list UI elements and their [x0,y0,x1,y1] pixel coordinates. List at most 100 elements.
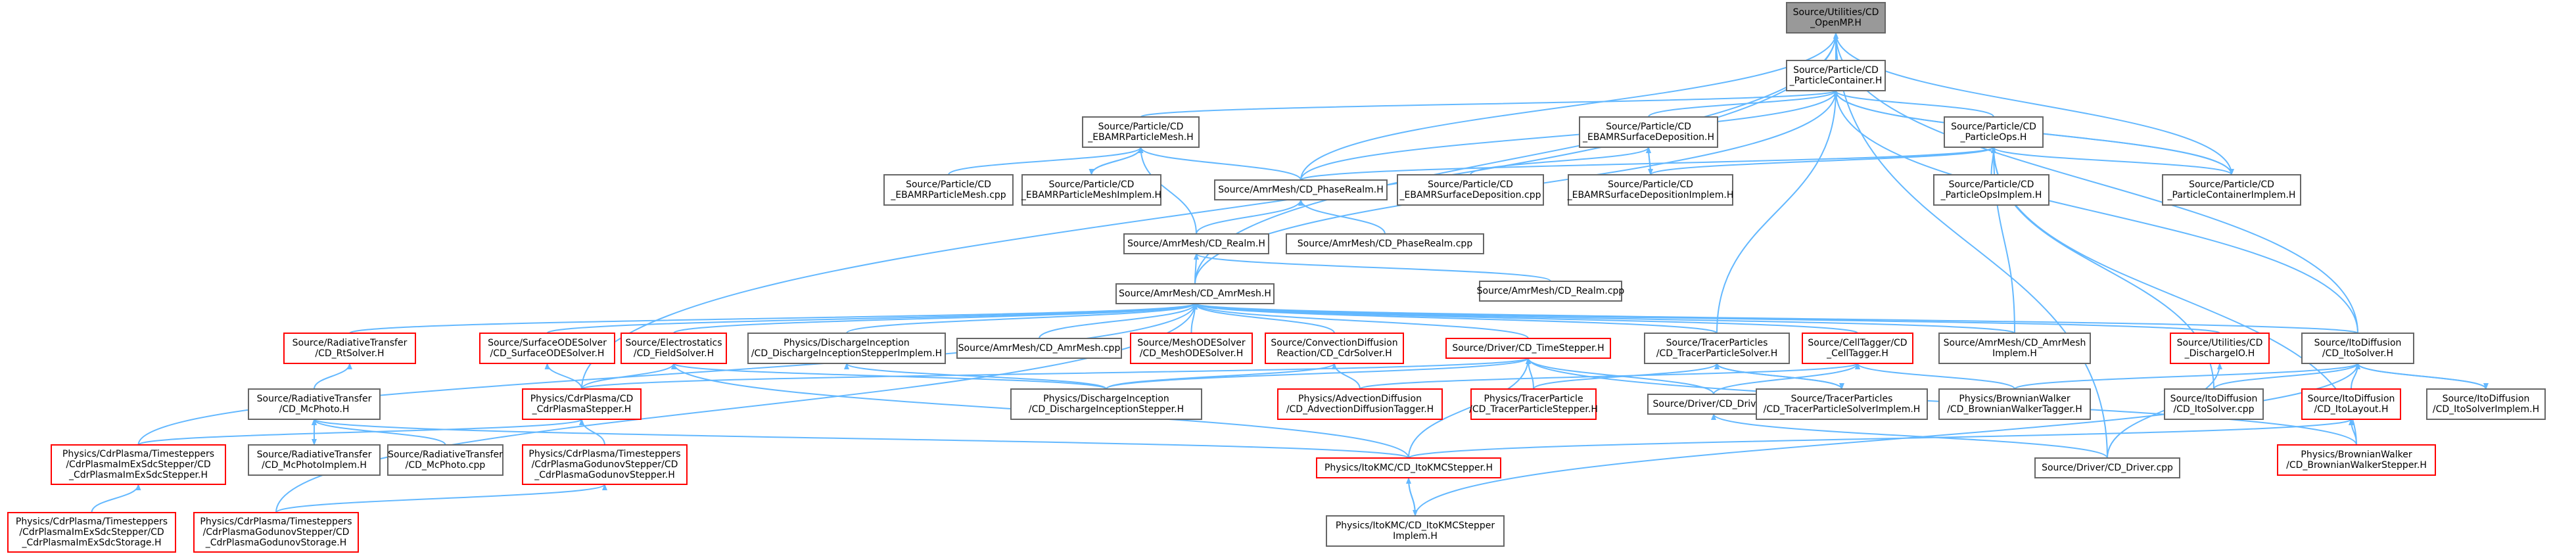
node-amrmesh[interactable]: Source/AmrMesh/CD_AmrMesh.H [1115,283,1275,304]
node-realm[interactable]: Source/AmrMesh/CD_Realm.H [1123,233,1269,254]
edge-itokmcimpl-to-itosolver [1415,363,2360,517]
node-box [1115,283,1275,304]
node-amrmeshcpp[interactable]: Source/AmrMesh/CD_AmrMesh.cpp [956,338,1122,359]
node-label-line: Source/AmrMesh/CD_PhaseRealm.cpp [1298,239,1473,249]
node-pc[interactable]: Source/Particle/CD_ParticleContainer.H [1786,60,1886,91]
node-box [2034,457,2180,478]
node-realmcpp[interactable]: Source/AmrMesh/CD_Realm.cpp [1477,281,1625,302]
node-box [1933,174,2049,206]
node-rtsolver[interactable]: Source/RadiativeTransfer/CD_RtSolver.H [283,333,416,364]
node-label-line: Physics/TracerParticle [1484,394,1583,404]
node-godunov[interactable]: Physics/CdrPlasma/Timesteppers/CdrPlasma… [522,444,688,485]
node-cdrplasma[interactable]: Physics/CdrPlasma/CD_CdrPlasmaStepper.H [522,388,642,420]
node-ebsdimpl[interactable]: Source/Particle/CD_EBAMRSurfaceDepositio… [1567,174,1734,206]
node-box [621,333,727,364]
node-tracer[interactable]: Source/TracerParticles/CD_TracerParticle… [1644,333,1790,364]
node-imexstorage[interactable]: Physics/CdrPlasma/Timesteppers/CdrPlasma… [7,512,176,553]
node-label-line: Physics/DischargeInception [784,338,910,348]
node-label-line: Source/Particle/CD [2189,179,2274,190]
edge-itokmc-to-ts [1408,358,1531,459]
node-celltag[interactable]: Source/CellTagger/CD_CellTagger.H [1802,333,1913,364]
node-tracerstep[interactable]: Physics/TracerParticle/CD_TracerParticle… [1469,388,1598,420]
node-label-line: Source/RadiativeTransfer [293,338,408,348]
node-ebpmimpl[interactable]: Source/Particle/CD_EBAMRParticleMeshImpl… [1021,174,1161,206]
node-box [1265,333,1404,364]
node-dischimpl[interactable]: Physics/DischargeInception/CD_DischargeI… [747,333,946,364]
node-label-line: _EBAMRParticleMesh.H [1087,132,1193,143]
node-popsimpl[interactable]: Source/Particle/CD_ParticleOpsImplem.H [1933,174,2049,206]
node-dischio[interactable]: Source/Utilities/CD_DischargeIO.H [2170,333,2270,364]
node-mcphotoimpl[interactable]: Source/RadiativeTransfer/CD_McPhotoImple… [248,444,381,476]
node-label-line: _ParticleOps.H [1960,132,2027,143]
node-meshode[interactable]: Source/MeshODESolver/CD_MeshODESolver.H [1130,333,1253,364]
node-ts[interactable]: Source/Driver/CD_TimeStepper.H [1445,338,1611,359]
node-phasecpp[interactable]: Source/AmrMesh/CD_PhaseRealm.cpp [1286,233,1484,254]
node-box [1938,388,2091,420]
node-box [2301,333,2414,364]
edge-ebpm-to-pc [1140,90,1838,118]
node-mcphoto[interactable]: Source/RadiativeTransfer/CD_McPhoto.H [248,388,381,420]
node-label-line: /CD_ItoSolverImplem.H [2433,404,2539,415]
node-advdiff[interactable]: Physics/AdvectionDiffusion/CD_AdvectionD… [1277,388,1443,420]
edge-realm-to-phase [1196,199,1303,235]
edge-dischstep-to-dischimpl [844,363,1107,390]
node-label-line: Implem.H [1992,348,2037,359]
edge-cdrplasma-to-ts [581,358,1531,390]
node-imex[interactable]: Physics/CdrPlasma/Timesteppers/CdrPlasma… [51,444,226,485]
node-ebsd[interactable]: Source/Particle/CD_EBAMRSurfaceDepositio… [1579,116,1718,148]
node-box [1277,388,1443,420]
node-box [1316,457,1501,478]
node-label-line: /CD_TracerParticleSolver.H [1656,348,1778,359]
node-label-line: /CD_BrownianWalkerStepper.H [2286,460,2427,471]
node-label-line: Source/RadiativeTransfer [257,394,372,404]
node-drivercpp[interactable]: Source/Driver/CD_Driver.cpp [2034,457,2180,478]
node-itocpp[interactable]: Source/ItoDiffusion/CD_ItoSolver.cpp [2164,388,2264,420]
node-label-line: Physics/ItoKMC/CD_ItoKMCStepper [1336,520,1495,531]
edge-itocpp-to-itosolver [2213,363,2360,390]
edge-amrmeshcpp-to-amrmesh [1039,303,1198,339]
node-box [1010,388,1202,420]
node-label-line: Source/CellTagger/CD [1808,338,1907,348]
node-box [1130,333,1253,364]
node-root[interactable]: Source/Utilities/CD_OpenMP.H [1786,2,1886,34]
edge-cdr-to-amrmesh [1192,303,1335,334]
node-itokmc[interactable]: Physics/ItoKMC/CD_ItoKMCStepper.H [1316,457,1501,478]
node-dischstep[interactable]: Physics/DischargeInception/CD_DischargeI… [1010,388,1202,420]
edge-dischimpl-to-amrmesh [846,303,1198,334]
node-bwstep[interactable]: Physics/BrownianWalker/CD_BrownianWalker… [2277,444,2436,476]
node-box [193,512,359,553]
node-pops[interactable]: Source/Particle/CD_ParticleOps.H [1944,116,2044,148]
node-itosolver[interactable]: Source/ItoDiffusion/CD_ItoSolver.H [2301,333,2414,364]
node-label-line: /CD_ItoSolver.cpp [2173,404,2254,415]
node-sode[interactable]: Source/SurfaceODESolver/CD_SurfaceODESol… [479,333,615,364]
node-box [7,512,176,553]
node-label-line: /CdrPlasmaImExSdcStepper/CD [66,459,210,470]
node-bwtagger[interactable]: Physics/BrownianWalker/CD_BrownianWalker… [1938,388,2091,420]
edge-phase-to-ebpm [1138,147,1301,181]
node-itolayout[interactable]: Source/ItoDiffusion/CD_ItoLayout.H [2301,388,2401,420]
edge-cdrplasma-to-root [581,32,1838,390]
node-ebpmcpp[interactable]: Source/Particle/CD_EBAMRParticleMesh.cpp [883,174,1014,206]
node-fieldsolver[interactable]: Source/Electrostatics/CD_FieldSolver.H [621,333,727,364]
node-ebpm[interactable]: Source/Particle/CD_EBAMRParticleMesh.H [1082,116,1200,148]
node-tracerimpl[interactable]: Source/TracerParticles/CD_TracerParticle… [1756,388,1928,420]
edge-realmcpp-to-realm [1194,253,1551,282]
node-phase[interactable]: Source/AmrMesh/CD_PhaseRealm.H [1214,179,1388,200]
node-label-line: Source/AmrMesh/CD_AmrMesh.cpp [958,343,1121,354]
node-label-line: Source/Particle/CD [1049,179,1135,190]
node-box [1123,233,1269,254]
node-mcphotocpp[interactable]: Source/RadiativeTransfer/CD_McPhoto.cpp [387,444,503,476]
node-label-line: _EBAMRParticleMesh.cpp [890,190,1006,200]
node-label-line: _CdrPlasmaStepper.H [532,404,632,415]
node-label-line: Physics/AdvectionDiffusion [1298,394,1422,404]
edge-ebsd-to-ebsdimpl [1647,147,1653,175]
node-pcimpl[interactable]: Source/Particle/CD_ParticleContainerImpl… [2162,174,2301,206]
node-godunovstorage[interactable]: Physics/CdrPlasma/Timesteppers/CdrPlasma… [193,512,359,553]
node-itoimpl[interactable]: Source/ItoDiffusion/CD_ItoSolverImplem.H [2426,388,2546,420]
node-cdr[interactable]: Source/ConvectionDiffusionReaction/CD_Cd… [1265,333,1404,364]
node-ebsdcpp[interactable]: Source/Particle/CD_EBAMRSurfaceDepositio… [1397,174,1544,206]
node-box [2164,388,2264,420]
node-label-line: Physics/CdrPlasma/Timesteppers [16,517,168,527]
